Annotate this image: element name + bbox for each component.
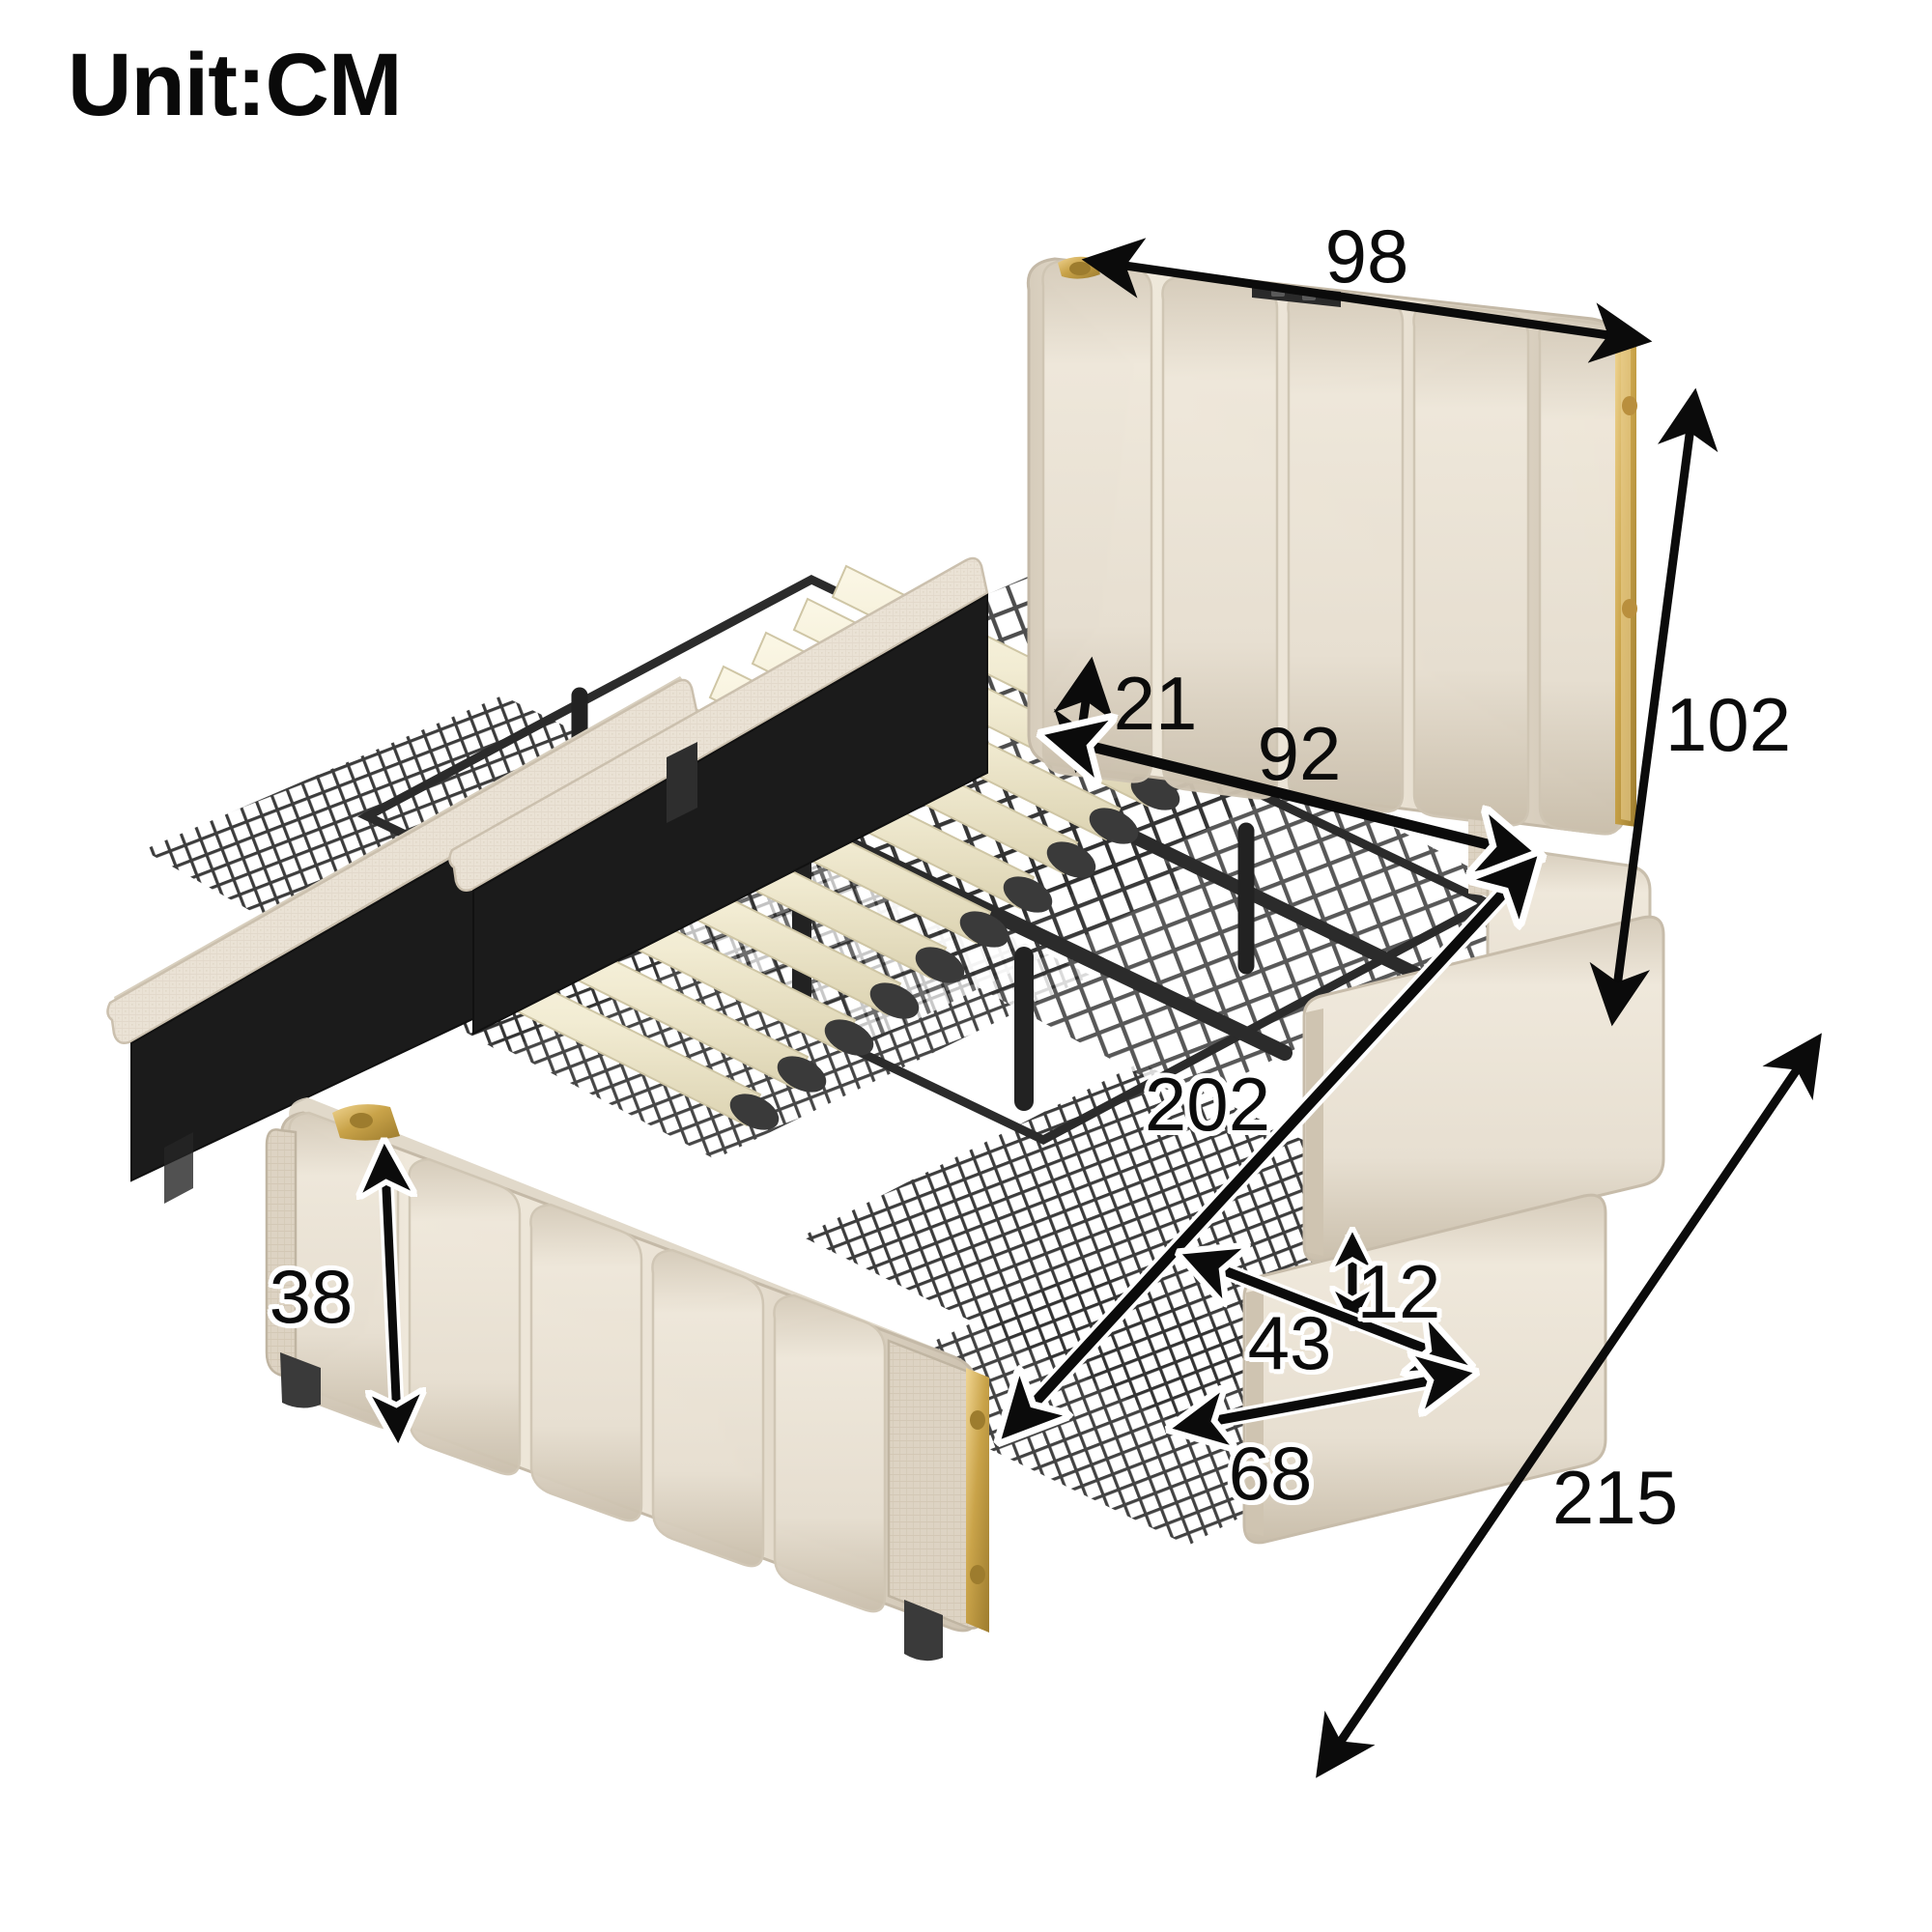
dimline-98 [1081,238,1653,363]
dimension-label-43: 43 [1247,1300,1332,1385]
footboard [265,1097,989,1662]
dimline-215 [1316,1033,1822,1778]
dimension-label-38: 38 [269,1254,354,1339]
drawer-front-left-2 [448,556,989,1036]
dimline-92 [1049,736,1534,856]
dimline-102 [1589,387,1719,1027]
dimension-label-12: 12 [1356,1249,1441,1334]
dimension-label-102: 102 [1664,682,1792,767]
dimline-38 [384,1148,398,1439]
dimline-202 [1005,860,1534,1435]
gold-trim-footboard [966,1368,989,1633]
dimension-label-92: 92 [1257,711,1342,796]
dimension-label-21: 21 [1113,661,1198,746]
dimension-label-202: 202 [1144,1062,1271,1147]
dimension-label-215: 215 [1551,1455,1679,1540]
dimension-label-68: 68 [1228,1431,1313,1516]
dimension-lines [384,238,1822,1778]
dimension-label-98: 98 [1324,213,1409,298]
unit-title: Unit:CM [68,36,403,134]
